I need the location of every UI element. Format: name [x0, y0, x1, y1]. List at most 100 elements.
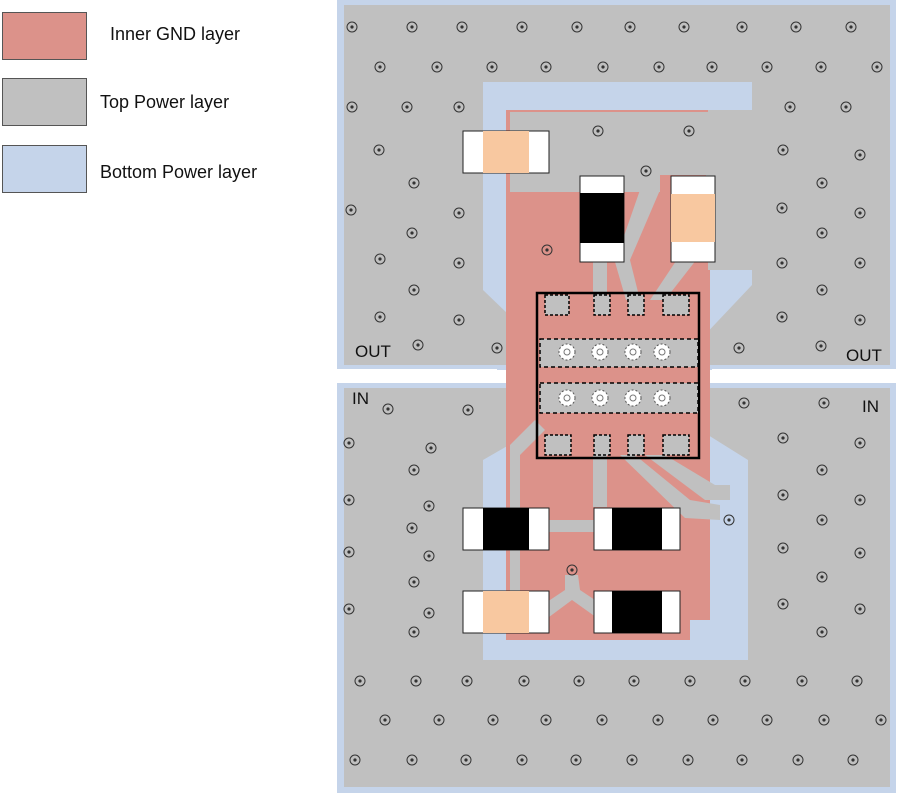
thermal-via-icon — [558, 389, 576, 407]
resistor-horizontal — [462, 507, 550, 551]
board-gap — [337, 369, 497, 383]
via-icon — [818, 714, 830, 726]
via-icon — [374, 61, 386, 73]
via-icon — [460, 754, 472, 766]
ic-thermal-pad-lower — [539, 382, 699, 414]
via-icon — [406, 754, 418, 766]
via-icon — [373, 144, 385, 156]
via-icon — [815, 340, 827, 352]
ic-pin-pad — [593, 294, 611, 316]
via-icon — [626, 754, 638, 766]
resistor-horizontal — [593, 590, 681, 634]
via-icon — [592, 125, 604, 137]
via-icon — [453, 257, 465, 269]
via-icon — [776, 202, 788, 214]
via-icon — [816, 464, 828, 476]
label-out-right: OUT — [846, 346, 882, 365]
thermal-via-icon — [624, 389, 642, 407]
via-icon — [354, 675, 366, 687]
via-icon — [816, 514, 828, 526]
via-icon — [570, 754, 582, 766]
via-icon — [573, 675, 585, 687]
via-icon — [374, 253, 386, 265]
components — [462, 130, 716, 634]
via-icon — [684, 675, 696, 687]
via-icon — [624, 21, 636, 33]
label-in-left: IN — [352, 389, 369, 408]
via-icon — [408, 626, 420, 638]
via-icon — [796, 675, 808, 687]
via-icon — [343, 437, 355, 449]
via-icon — [776, 257, 788, 269]
via-icon — [854, 494, 866, 506]
via-icon — [854, 149, 866, 161]
thermal-via-icon — [591, 389, 609, 407]
via-icon — [875, 714, 887, 726]
thermal-via-icon — [558, 343, 576, 361]
via-icon — [486, 61, 498, 73]
thermal-via-icon — [624, 343, 642, 361]
ic-body-outline — [535, 291, 701, 460]
via-icon — [736, 754, 748, 766]
via-icon — [374, 311, 386, 323]
via-icon — [346, 101, 358, 113]
via-icon — [815, 61, 827, 73]
ic-pin-pad — [662, 434, 690, 456]
via-icon — [776, 311, 788, 323]
thermal-via-icon — [653, 389, 671, 407]
via-icon — [401, 101, 413, 113]
via-icon — [738, 397, 750, 409]
capacitor-horizontal — [462, 590, 550, 634]
via-icon — [408, 464, 420, 476]
via-icon — [596, 714, 608, 726]
via-icon — [683, 125, 695, 137]
capacitor-vertical — [670, 175, 716, 263]
via-icon — [433, 714, 445, 726]
via-icon — [343, 546, 355, 558]
via-icon — [382, 403, 394, 415]
label-in-right: IN — [862, 397, 879, 416]
via-icon — [840, 101, 852, 113]
via-icon — [453, 101, 465, 113]
legend-label-bottom-power: Bottom Power layer — [100, 162, 258, 182]
legend-swatch-top-power — [2, 78, 87, 126]
via-icon — [818, 397, 830, 409]
via-icon — [733, 342, 745, 354]
top-power-layer-upper — [344, 5, 890, 365]
via-icon — [349, 754, 361, 766]
via-icon — [453, 207, 465, 219]
via-icon — [412, 339, 424, 351]
via-icon — [761, 714, 773, 726]
capacitor-horizontal — [462, 130, 550, 174]
via-icon — [816, 571, 828, 583]
via-icon — [816, 177, 828, 189]
via-icon — [406, 522, 418, 534]
via-icon — [777, 542, 789, 554]
via-icon — [854, 603, 866, 615]
thermal-via-icon — [653, 343, 671, 361]
via-icon — [425, 442, 437, 454]
via-icon — [854, 437, 866, 449]
via-icon — [723, 514, 735, 526]
via-icon — [761, 61, 773, 73]
via-icon — [346, 21, 358, 33]
via-icon — [847, 754, 859, 766]
via-group — [343, 21, 887, 766]
via-icon — [541, 244, 553, 256]
via-icon — [640, 165, 652, 177]
via-icon — [871, 61, 883, 73]
via-icon — [854, 547, 866, 559]
via-icon — [816, 284, 828, 296]
legend-swatch-bottom-power — [2, 145, 87, 193]
via-icon — [431, 61, 443, 73]
legend-label-inner-gnd: Inner GND layer — [110, 24, 241, 44]
board-gap-right — [712, 369, 897, 383]
via-icon — [790, 21, 802, 33]
via-icon — [406, 21, 418, 33]
inductor-vertical — [579, 175, 625, 263]
legend-swatch-inner-gnd — [2, 12, 87, 60]
via-icon — [379, 714, 391, 726]
via-icon — [408, 576, 420, 588]
via-icon — [707, 714, 719, 726]
